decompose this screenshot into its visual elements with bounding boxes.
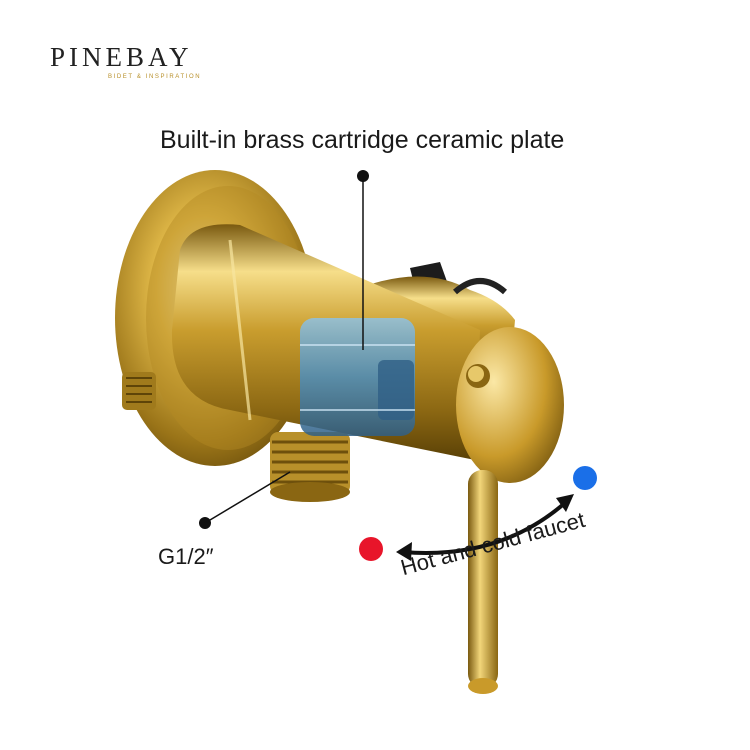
callout-cartridge-label: Built-in brass cartridge ceramic plate bbox=[160, 126, 565, 154]
callout-thread-leader bbox=[199, 471, 291, 529]
rotation-arrow bbox=[396, 494, 574, 561]
inlet-thread bbox=[270, 432, 350, 502]
rear-thread bbox=[122, 372, 156, 410]
callout-thread-label: G1/2″ bbox=[158, 544, 214, 569]
cold-dot-icon bbox=[573, 466, 597, 490]
valve-end-cap bbox=[456, 327, 564, 483]
brand-logo: PINEBAY BIDET & INSPIRATION bbox=[50, 42, 202, 81]
callout-cartridge-leader bbox=[357, 170, 369, 350]
brand-name: PINEBAY bbox=[50, 42, 193, 72]
ceramic-cartridge bbox=[300, 318, 415, 436]
lever-handle bbox=[468, 470, 498, 694]
brand-tagline: BIDET & INSPIRATION bbox=[108, 74, 202, 80]
hot-dot-icon bbox=[359, 537, 383, 561]
